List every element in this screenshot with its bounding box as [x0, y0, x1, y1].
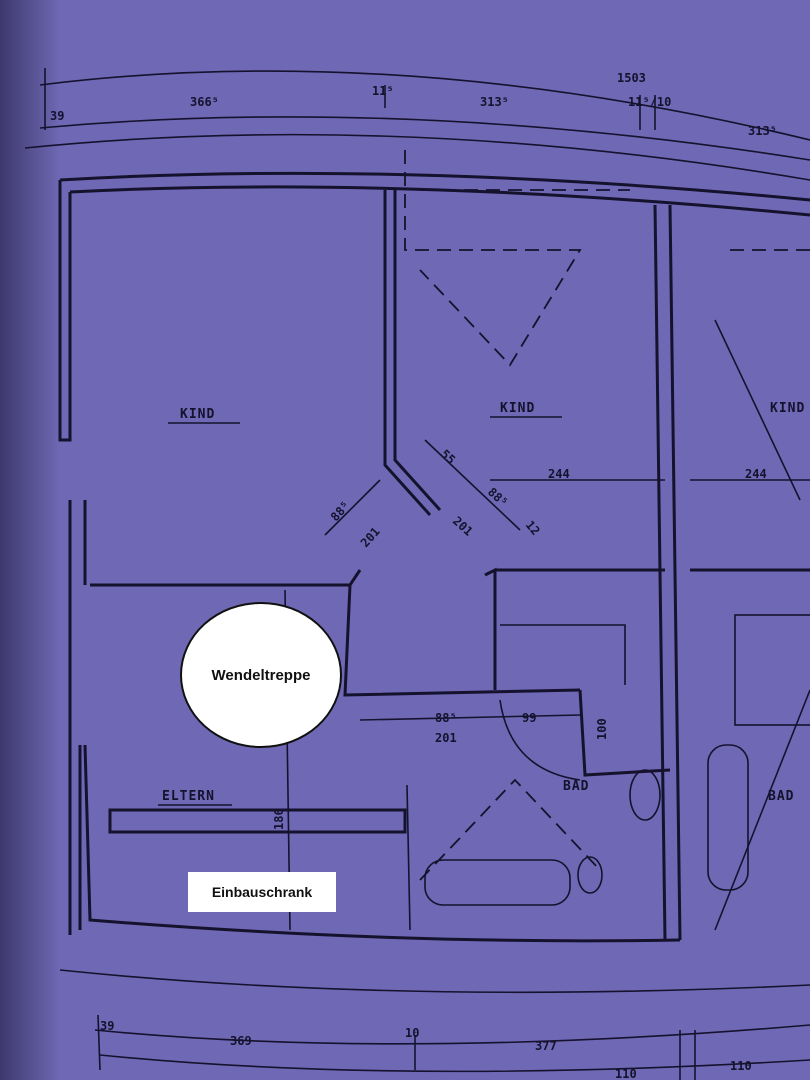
room-label-bad-2: BAD: [768, 789, 794, 804]
spiral-staircase-annotation: Wendeltreppe: [180, 602, 342, 748]
dim-top-3: 313⁵: [480, 95, 509, 109]
dim-total-top: 1503: [617, 71, 646, 85]
dim-inner-12: 186: [272, 808, 286, 830]
room-label-bad-1: BAD: [563, 779, 589, 794]
room-label-kind-1: KIND: [180, 407, 215, 422]
dim-bottom-2: 10: [405, 1026, 419, 1040]
dim-top-2: 11⁵: [372, 84, 394, 98]
dim-bottom-5: 110: [730, 1059, 752, 1073]
dim-top-4: 11⁵/10: [628, 95, 671, 109]
dim-inner-8: 88⁵: [435, 711, 457, 725]
dim-inner-1: 244: [745, 467, 767, 481]
dim-top-5: 313⁵: [748, 124, 777, 138]
dim-inner-6: 201: [358, 525, 383, 550]
dim-inner-10: 99: [522, 711, 536, 725]
room-label-kind-2: KIND: [500, 401, 535, 416]
room-label-kind-3: KIND: [770, 401, 805, 416]
dim-inner-2: 55: [438, 447, 458, 467]
wardrobe-label: Einbauschrank: [211, 884, 313, 900]
dim-top-0: 39: [50, 109, 64, 123]
dim-bottom-3: 377: [535, 1039, 557, 1053]
dim-inner-5: 88⁵: [328, 499, 353, 524]
dim-inner-9: 201: [435, 731, 457, 745]
dim-inner-7: 12: [523, 518, 543, 538]
dim-inner-0: 244: [548, 467, 570, 481]
wardrobe-annotation: Einbauschrank: [188, 872, 336, 912]
dim-inner-4: 201: [450, 514, 475, 539]
dim-bottom-1: 369: [230, 1034, 252, 1048]
dim-inner-3: 88⁵: [485, 485, 510, 510]
spiral-staircase-label: Wendeltreppe: [211, 666, 311, 684]
dim-top-1: 366⁵: [190, 95, 219, 109]
dim-inner-11: 100: [595, 718, 609, 740]
room-label-eltern: ELTERN: [162, 789, 215, 804]
dim-bottom-4: 110: [615, 1067, 637, 1080]
dim-bottom-0: 39: [100, 1019, 114, 1033]
